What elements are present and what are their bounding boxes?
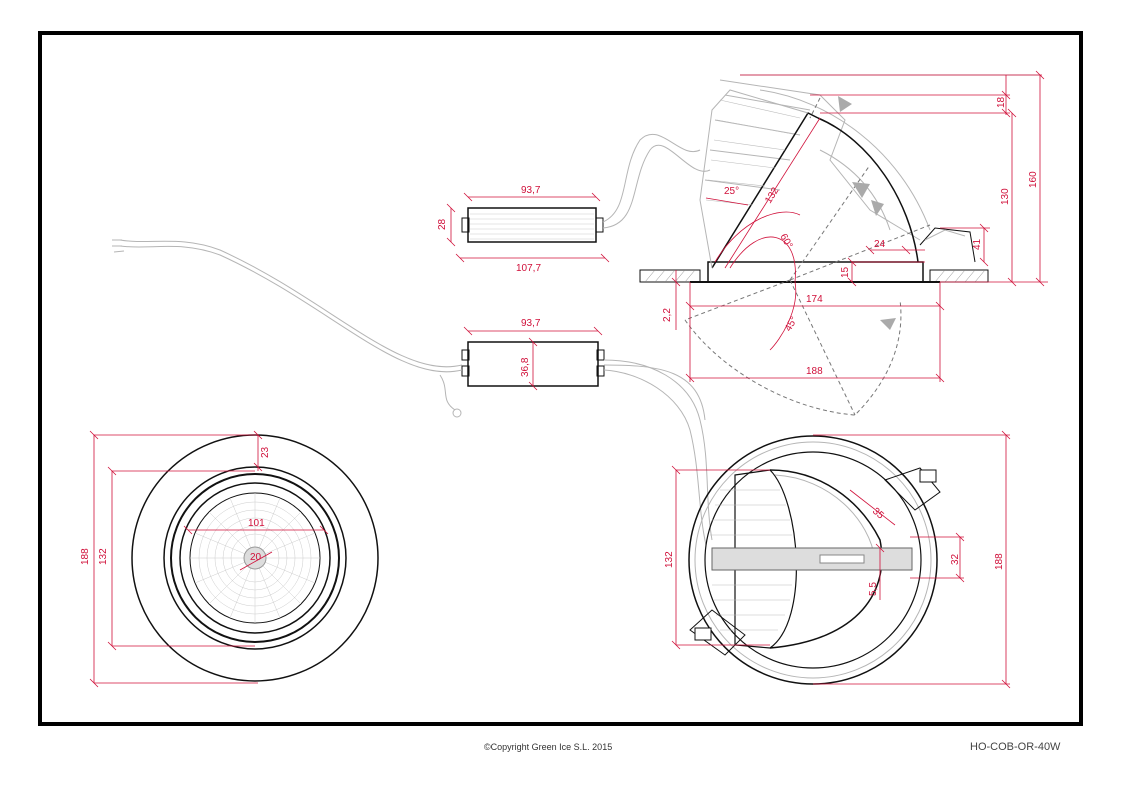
dim-front-101: 101 (248, 518, 265, 529)
dim-side-angle-60: 60° (777, 232, 794, 251)
dim-front-23: 23 (260, 446, 271, 458)
copyright-notice: ©Copyright Green Ice S.L. 2015 (484, 742, 613, 752)
dim-side-height-130: 130 (1000, 188, 1011, 205)
dim-front-132: 132 (98, 548, 109, 565)
model-code: HO-COB-OR-40W (970, 741, 1061, 753)
dim-side-15: 15 (840, 266, 851, 278)
front-view (89, 430, 379, 688)
dim-front-20: 20 (250, 552, 262, 563)
dim-driver-mid-length: 93,7 (521, 318, 541, 329)
dim-side-174: 174 (806, 294, 823, 305)
dim-side-angle-tilt: 25° (724, 186, 739, 197)
driver-middle-view (112, 239, 713, 546)
driver-top-view (446, 133, 711, 263)
dim-side-height-160: 160 (1028, 171, 1039, 188)
dim-front-188: 188 (80, 548, 91, 565)
dim-side-188: 188 (806, 366, 823, 377)
dim-driver-top-overall: 107,7 (516, 263, 541, 274)
back-view (671, 430, 1011, 689)
dim-side-angle-45: 45° (783, 315, 800, 334)
dim-driver-top-length: 93,7 (521, 185, 541, 196)
dim-back-55: 5,5 (868, 582, 879, 596)
dim-back-32: 32 (950, 553, 961, 565)
dim-back-188: 188 (994, 553, 1005, 570)
dim-driver-top-height: 28 (437, 218, 448, 230)
dim-back-132: 132 (664, 551, 675, 568)
side-view (639, 70, 1048, 416)
dim-back-35: 35 (870, 506, 886, 522)
dim-driver-mid-height: 36,8 (520, 357, 531, 377)
dim-side-41: 41 (972, 238, 983, 250)
dim-side-top: 18 (996, 96, 1007, 108)
dim-side-22: 2,2 (662, 308, 673, 322)
dim-side-24: 24 (874, 239, 886, 250)
drawing-frame (38, 31, 1083, 726)
